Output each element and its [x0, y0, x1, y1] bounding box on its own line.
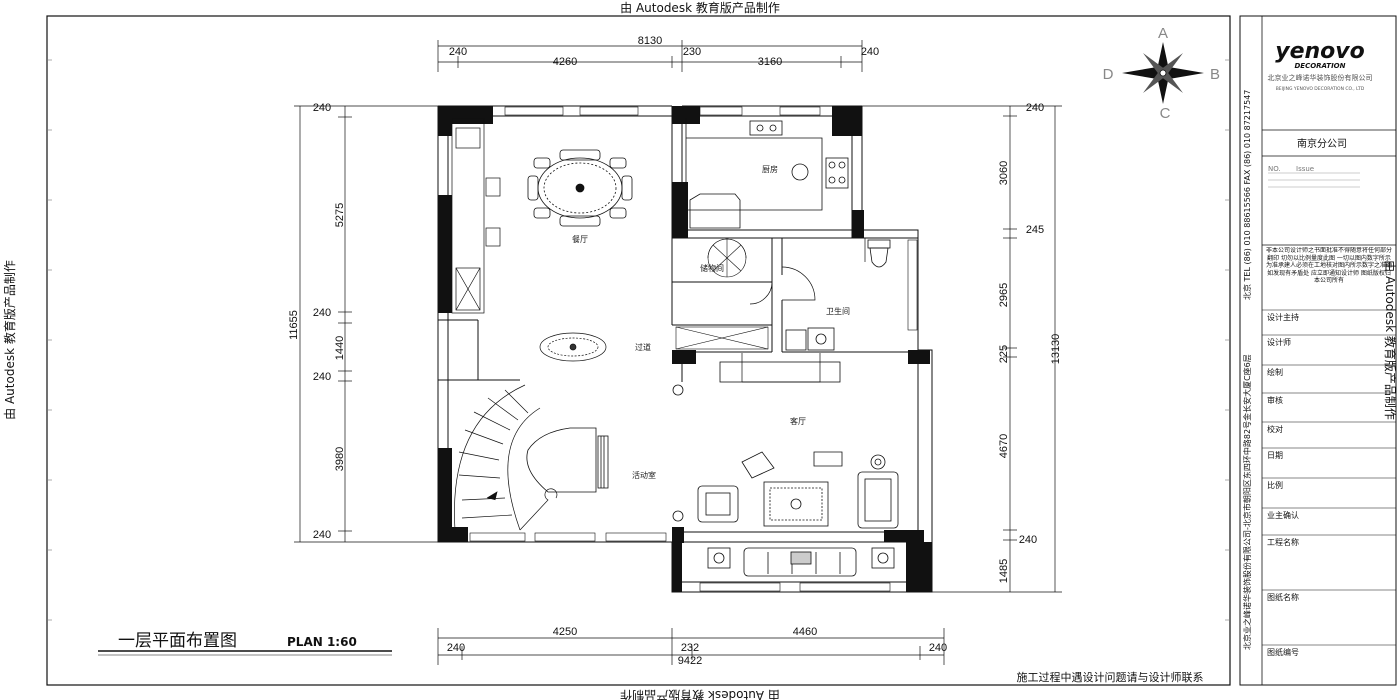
notice-box: 非本公司设计师之书面批准不得随意将任何部分翻印 切勿以比例量度此图 一切以图内数… [1266, 247, 1392, 284]
title-block-field-label: 审核 [1267, 395, 1283, 405]
logo-text: yenovo [1275, 39, 1365, 64]
curved-staircase [454, 384, 558, 531]
dim-right-a7: 240 [1019, 534, 1037, 546]
dining-cabinet [451, 117, 501, 314]
watermark-top: 由 Autodesk 教育版产品制作 [620, 0, 780, 15]
dining-table [527, 149, 633, 227]
footer-note: 施工过程中遇设计问题请与设计师联系 [1017, 671, 1204, 684]
passage-cabinet [675, 326, 769, 350]
dim-top-a4: 3160 [758, 56, 782, 68]
watermark-right: 由 Autodesk 教育版产品制作 [1383, 260, 1398, 420]
dim-bottom-a5: 240 [929, 642, 947, 654]
compass-east-label: B [1210, 66, 1220, 83]
dim-top-a2: 4260 [553, 56, 577, 68]
dim-left-a4: 1440 [334, 336, 346, 360]
room-label-bathroom: 卫生间 [826, 306, 850, 316]
dim-bottom-total: 9422 [678, 655, 702, 667]
dim-right-a5: 225 [998, 345, 1010, 363]
frame-ticks [47, 59, 1230, 621]
dim-left-a2: 5275 [334, 203, 346, 227]
bathroom-fixtures [785, 239, 891, 351]
dims-right [860, 105, 1062, 593]
dim-right-a2: 3060 [998, 161, 1010, 185]
drawing-title: 一层平面布置图 [118, 631, 237, 651]
passage-rug [539, 332, 607, 362]
no-label: NO. [1268, 165, 1281, 173]
title-block-frame [1239, 15, 1397, 686]
dim-left-total: 11655 [288, 310, 300, 340]
dim-top-total: 8130 [638, 35, 662, 47]
windows [469, 106, 918, 592]
dim-right-total: 13130 [1050, 334, 1062, 365]
kitchen-counter [685, 118, 849, 229]
storage-spiral-stair [707, 238, 747, 278]
room-label-storage: 储物间 [700, 263, 724, 273]
column-marker [672, 384, 684, 396]
dim-left-a5: 240 [313, 371, 331, 383]
title-block-field-label: 比例 [1267, 480, 1283, 490]
company-contact-vertical: 北京业之峰诺华装饰股份有限公司-北京市朝阳区东四环中路82号金长安大厦C座6层 [1242, 354, 1252, 650]
title-block-field-label: 图纸编号 [1267, 647, 1299, 657]
dim-top-a3: 230 [683, 46, 701, 58]
room-label-passage: 过道 [635, 342, 651, 352]
title-block-field-label: 设计主持 [1267, 312, 1299, 322]
title-block-field-label: 设计师 [1267, 337, 1291, 347]
column-marker-2 [672, 510, 684, 522]
living-furniture [697, 361, 899, 577]
dim-right-a3: 245 [1026, 224, 1044, 236]
dim-bottom-a4: 4460 [793, 626, 817, 638]
title-block-field-label: 绘制 [1267, 367, 1283, 377]
dim-right-a4: 2965 [998, 283, 1010, 307]
watermark-bottom: 由 Autodesk 教育版产品制作 [620, 688, 780, 700]
dim-top-a1: 240 [449, 46, 467, 58]
dims-bottom [437, 628, 945, 665]
dim-top-a5: 240 [861, 46, 879, 58]
dim-bottom-a1: 240 [447, 642, 465, 654]
title-block-field-label: 工程名称 [1267, 537, 1299, 547]
structural-columns [438, 106, 932, 592]
drawing-scale: PLAN 1:60 [287, 635, 357, 649]
dim-left-a7: 240 [313, 529, 331, 541]
dim-left-a3: 240 [313, 307, 331, 319]
compass-south-label: C [1160, 105, 1171, 122]
room-label-activity: 活动室 [632, 470, 656, 480]
company-name-en: BEIJING YENOVO DECORATION CO., LTD [1276, 86, 1365, 92]
compass-rose: A B C D [1103, 25, 1220, 122]
dim-bottom-a2: 4250 [553, 626, 577, 638]
dims-left [294, 105, 440, 543]
title-block-field-label: 日期 [1267, 451, 1283, 460]
title-block-field-label: 校对 [1267, 424, 1283, 434]
logo-subtext: DECORATION [1294, 62, 1345, 70]
dims-top [437, 40, 863, 72]
dim-left-a1: 240 [313, 102, 331, 114]
compass-west-label: D [1103, 66, 1114, 83]
room-label-dining: 餐厅 [572, 235, 588, 244]
company-name-cn: 北京业之峰诺华装饰股份有限公司 [1268, 73, 1373, 82]
issue-label: Issue [1296, 165, 1314, 173]
room-label-kitchen: 厨房 [762, 164, 778, 174]
branch-name: 南京分公司 [1297, 137, 1347, 150]
grand-piano [526, 427, 609, 493]
sheet-frame [46, 15, 1231, 686]
title-block-field-label: 图纸名称 [1267, 592, 1299, 602]
title-block-field-label: 业主确认 [1267, 510, 1299, 520]
watermark-left: 由 Autodesk 教育版产品制作 [2, 260, 17, 420]
dim-left-a6: 3980 [334, 447, 346, 471]
company-tel-fax: 北京 TEL (86) 010 88615566 FAX (86) 010 87… [1242, 90, 1252, 300]
dim-right-a1: 240 [1026, 102, 1044, 114]
dim-bottom-a3: 232 [681, 642, 699, 654]
notice-text: 非本公司设计师之书面批准不得随意将任何部分翻印 切勿以比例量度此图 一切以图内数… [1266, 247, 1392, 284]
compass-north-label: A [1158, 25, 1168, 42]
dim-right-a8: 1485 [998, 559, 1010, 583]
dim-right-a6: 4670 [998, 434, 1010, 458]
room-label-living: 客厅 [790, 416, 806, 426]
